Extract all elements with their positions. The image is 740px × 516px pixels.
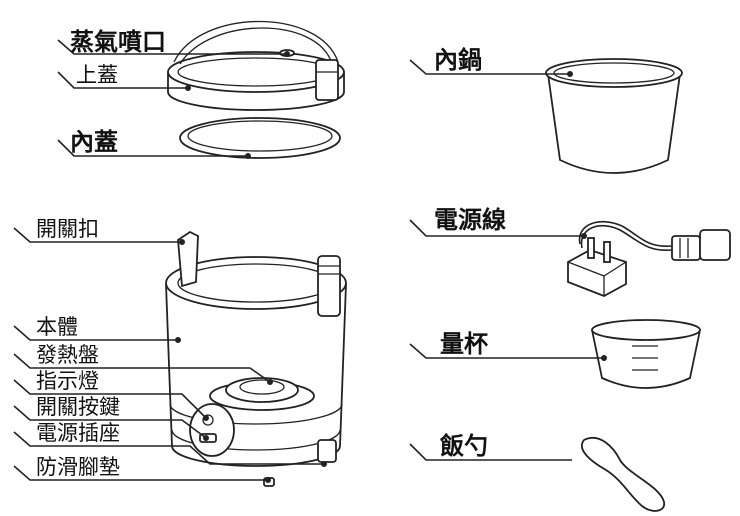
leader-lines xyxy=(13,39,607,483)
measuring-cup-illustration xyxy=(591,319,701,389)
power-cord-illustration xyxy=(567,220,731,297)
label-measuring-cup: 量杯 xyxy=(440,330,488,358)
inner-pot-illustration xyxy=(545,58,683,174)
label-latch: 開關扣 xyxy=(36,217,99,241)
label-power-cord: 電源線 xyxy=(434,206,506,234)
label-anti-slip-feet: 防滑腳墊 xyxy=(36,455,120,479)
label-inner-lid: 內蓋 xyxy=(70,128,118,156)
body-illustration xyxy=(165,230,347,487)
inner-lid-illustration xyxy=(179,117,341,159)
label-heating-plate: 發熱盤 xyxy=(36,343,99,367)
top-lid-illustration xyxy=(167,20,345,111)
label-inner-pot: 內鍋 xyxy=(434,46,482,74)
rice-spoon-illustration xyxy=(581,437,665,512)
label-rice-spoon: 飯勺 xyxy=(439,432,488,460)
label-indicator-light: 指示燈 xyxy=(36,369,99,393)
label-body: 本體 xyxy=(36,315,78,339)
label-steam-vent: 蒸氣噴口 xyxy=(70,28,166,56)
label-switch-button: 開關按鍵 xyxy=(36,395,120,419)
label-power-socket: 電源插座 xyxy=(36,421,120,445)
label-top-lid: 上蓋 xyxy=(76,63,118,87)
